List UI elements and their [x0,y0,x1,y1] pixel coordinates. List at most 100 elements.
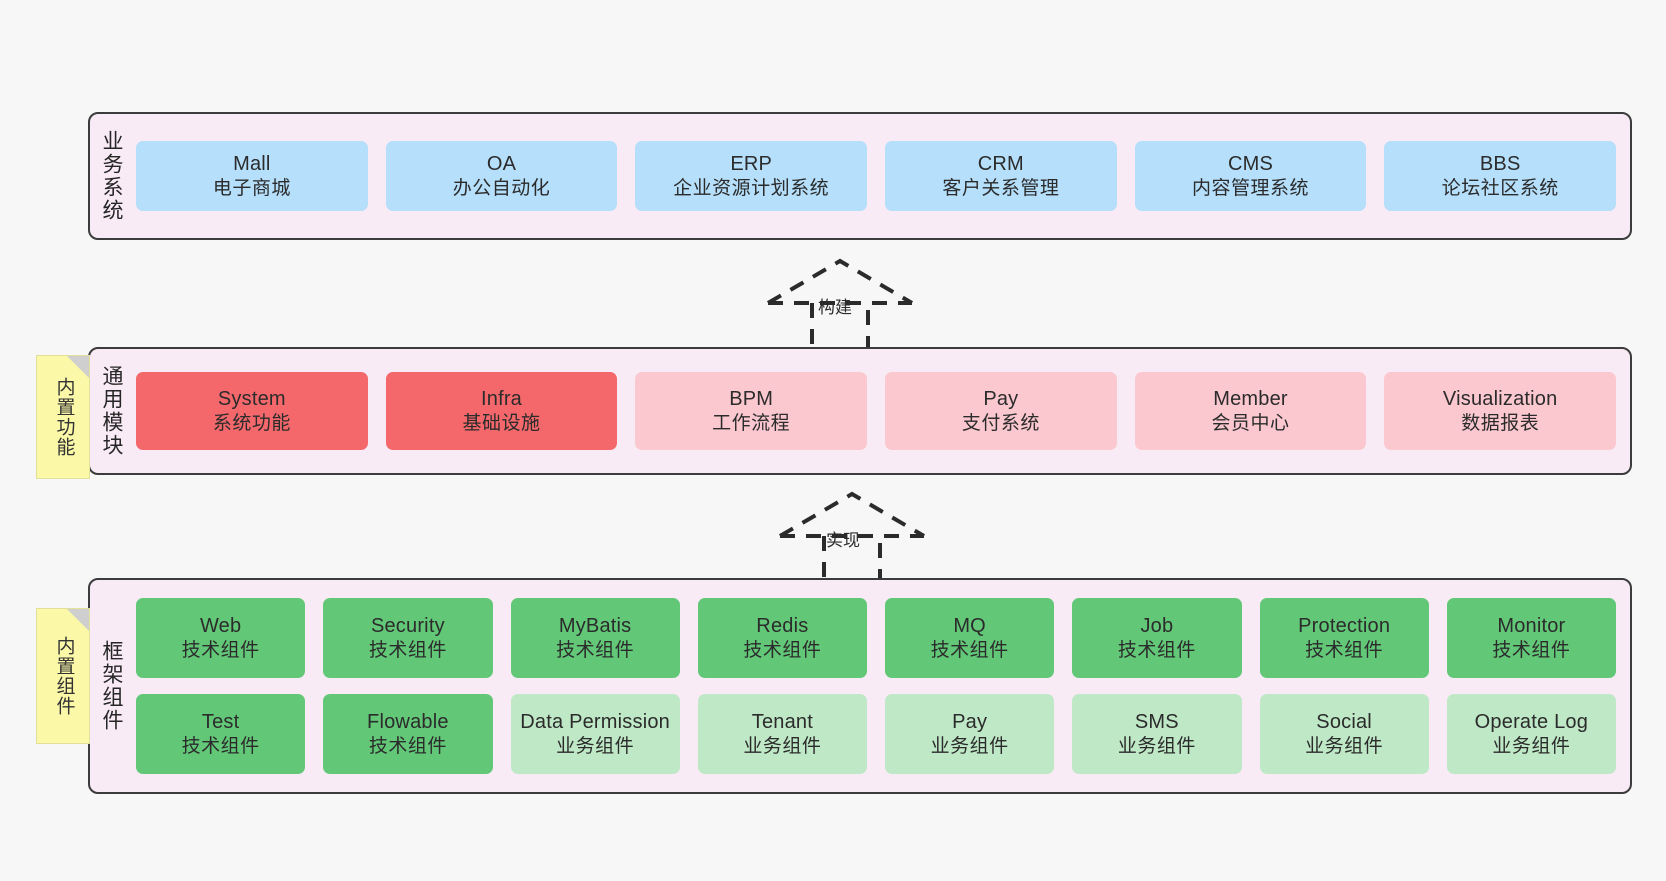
node-job[interactable]: Job 技术组件 [1072,598,1242,678]
node-label-en: SMS [1134,711,1179,734]
layer-title-business: 业务系统 [100,130,124,222]
node-label-cn: 电子商城 [212,177,291,199]
node-label-cn: 技术组件 [1492,639,1571,661]
node-crm[interactable]: CRM 客户关系管理 [885,141,1117,211]
layer-common-modules: 通用模块 System 系统功能 Infra 基础设施 BPM 工作流程 Pay [88,347,1632,475]
layer-body-business: Mall 电子商城 OA 办公自动化 ERP 企业资源计划系统 CRM 客户关系… [132,114,1630,238]
node-redis[interactable]: Redis 技术组件 [697,598,867,678]
node-label-en: Security [370,615,445,638]
node-web[interactable]: Web 技术组件 [136,598,306,678]
node-label-en: OA [486,153,517,176]
node-social[interactable]: Social 业务组件 [1259,694,1429,774]
node-test[interactable]: Test 技术组件 [136,694,306,774]
node-mall[interactable]: Mall 电子商城 [136,141,368,211]
node-system[interactable]: System 系统功能 [136,372,368,450]
framework-business-row: Test 技术组件 Flowable 技术组件 Data Permission … [136,694,1616,774]
node-label-cn: 技术组件 [181,639,260,661]
connector-build-label: 构建 [818,298,852,317]
business-node-row: Mall 电子商城 OA 办公自动化 ERP 企业资源计划系统 CRM 客户关系… [136,141,1617,211]
node-label-cn: 工作流程 [712,412,791,434]
node-visualization[interactable]: Visualization 数据报表 [1384,372,1617,450]
node-label-cn: 业务组件 [743,735,822,757]
generalization-arrow-icon [778,491,926,586]
node-label-en: Tenant [751,711,813,734]
node-erp[interactable]: ERP 企业资源计划系统 [635,141,868,211]
layer-title-framework: 框架组件 [100,640,124,732]
node-sms[interactable]: SMS 业务组件 [1072,694,1242,774]
node-flowable[interactable]: Flowable 技术组件 [323,694,493,774]
node-label-en: BBS [1479,153,1521,176]
node-member[interactable]: Member 会员中心 [1134,372,1367,450]
node-label-en: Infra [480,388,523,411]
node-label-en: Operate Log [1474,711,1589,734]
node-label-en: Pay [983,388,1019,411]
layer-business-systems: 业务系统 Mall 电子商城 OA 办公自动化 ERP 企业资源计划系统 CRM [88,112,1632,240]
node-label-cn: 基础设施 [462,412,541,434]
node-label-cn: 技术组件 [368,639,447,661]
node-cms[interactable]: CMS 内容管理系统 [1134,141,1367,211]
node-bpm[interactable]: BPM 工作流程 [635,372,868,450]
node-label-cn: 业务组件 [1305,735,1384,757]
node-label-en: BPM [729,388,774,411]
node-label-en: CRM [977,153,1024,176]
sticky-note-builtin-components: 内置组件 [36,608,90,744]
node-label-en: Mall [233,153,271,176]
node-security[interactable]: Security 技术组件 [323,598,493,678]
node-operate-log[interactable]: Operate Log 业务组件 [1446,694,1616,774]
generalization-arrow-icon [766,258,914,353]
node-label-cn: 业务组件 [556,735,635,757]
node-label-en: MyBatis [558,615,632,638]
connector-implement-label: 实现 [826,531,860,550]
node-label-cn: 技术组件 [556,639,635,661]
page-fold-icon [67,356,89,378]
node-label-en: Web [199,615,242,638]
node-label-cn: 客户关系管理 [942,177,1060,199]
node-mq[interactable]: MQ 技术组件 [885,598,1055,678]
node-label-en: Test [201,711,240,734]
node-bbs[interactable]: BBS 论坛社区系统 [1384,141,1617,211]
node-protection[interactable]: Protection 技术组件 [1259,598,1429,678]
node-label-en: Protection [1298,615,1391,638]
node-label-en: Monitor [1497,615,1566,638]
layer-body-framework: Web 技术组件 Security 技术组件 MyBatis 技术组件 Redi… [132,580,1630,792]
layer-framework-components: 框架组件 Web 技术组件 Security 技术组件 MyBatis 技术组件… [88,578,1632,794]
node-label-cn: 支付系统 [961,412,1040,434]
node-label-cn: 内容管理系统 [1192,177,1310,199]
node-label-en: Redis [756,615,809,638]
connector-build: 构建 [760,255,920,355]
connector-implement: 实现 [772,488,932,588]
node-label-cn: 企业资源计划系统 [673,177,830,199]
node-oa[interactable]: OA 办公自动化 [385,141,618,211]
node-tenant[interactable]: Tenant 业务组件 [697,694,867,774]
node-label-cn: 技术组件 [743,639,822,661]
page-fold-icon [67,609,89,631]
node-label-cn: 会员中心 [1211,412,1290,434]
node-label-cn: 技术组件 [1305,639,1384,661]
node-label-cn: 技术组件 [368,735,447,757]
node-label-cn: 数据报表 [1461,412,1540,434]
node-label-en: Job [1140,615,1174,638]
layer-body-modules: System 系统功能 Infra 基础设施 BPM 工作流程 Pay 支付系统… [132,349,1630,473]
node-label-cn: 系统功能 [212,412,291,434]
node-label-en: System [217,388,286,411]
node-label-en: Flowable [367,711,449,734]
node-infra[interactable]: Infra 基础设施 [385,372,618,450]
node-label-en: Pay [952,711,988,734]
sticky-note-label: 内置组件 [53,636,75,716]
node-mybatis[interactable]: MyBatis 技术组件 [510,598,680,678]
node-label-en: Visualization [1442,388,1558,411]
node-label-en: Social [1316,711,1372,734]
layer-title-modules: 通用模块 [100,365,124,457]
node-label-en: Member [1213,388,1288,411]
sticky-note-builtin-features: 内置功能 [36,355,90,479]
node-label-cn: 业务组件 [1492,735,1571,757]
node-pay-component[interactable]: Pay 业务组件 [885,694,1055,774]
node-label-cn: 业务组件 [1117,735,1196,757]
node-label-cn: 技术组件 [181,735,260,757]
node-label-cn: 业务组件 [930,735,1009,757]
node-data-permission[interactable]: Data Permission 业务组件 [510,694,680,774]
node-monitor[interactable]: Monitor 技术组件 [1446,598,1616,678]
node-pay-module[interactable]: Pay 支付系统 [885,372,1117,450]
node-label-en: MQ [953,615,986,638]
